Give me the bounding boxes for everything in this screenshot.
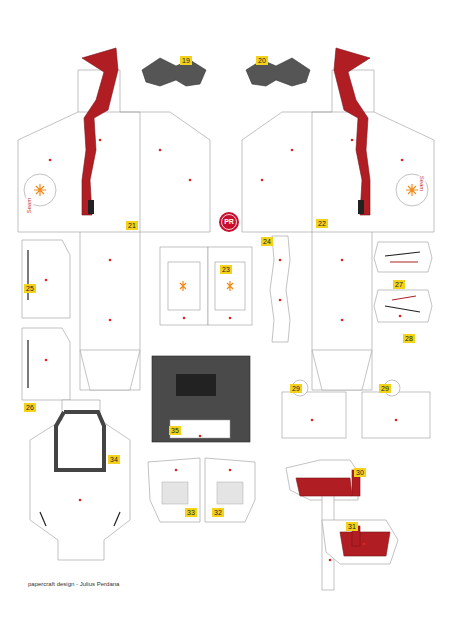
callout-number: 30 [354, 468, 366, 477]
glue-dot [199, 435, 202, 438]
caption: papercraft design - Julius Perdana [28, 580, 119, 588]
callout-number: 31 [346, 522, 358, 531]
glue-dot [399, 315, 402, 318]
glue-dot [351, 139, 354, 142]
callout-number: 25 [24, 284, 36, 293]
callout-number: 20 [256, 56, 268, 65]
glue-dot [183, 317, 186, 320]
glue-dot [109, 319, 112, 322]
glue-dot [229, 469, 232, 472]
logo-text: PR [224, 218, 234, 226]
glue-dot [45, 279, 48, 282]
glue-dot [401, 159, 404, 162]
seam-label: Seam [418, 176, 425, 192]
callout-number: 23 [220, 265, 232, 274]
callout-number: 24 [261, 237, 273, 246]
glue-dot [291, 149, 294, 152]
callout-number: 29 [290, 384, 302, 393]
glue-dot [329, 559, 332, 562]
callout-number: 22 [316, 219, 328, 228]
glue-dot [229, 317, 232, 320]
glue-dot [261, 179, 264, 182]
callout-number: 27 [393, 280, 405, 289]
glue-dot [279, 299, 282, 302]
callout-number: 21 [126, 221, 138, 230]
callout-number: 26 [24, 403, 36, 412]
callout-number: 19 [180, 56, 192, 65]
callout-number: 33 [185, 508, 197, 517]
callout-number: 32 [212, 508, 224, 517]
seam-label: Seam [26, 198, 33, 214]
callout-number: 28 [403, 334, 415, 343]
glue-dot [159, 149, 162, 152]
callout-number: 34 [108, 455, 120, 464]
glue-dot [395, 419, 398, 422]
glue-dot [279, 259, 282, 262]
glue-dot [341, 259, 344, 262]
callout-number: 35 [169, 426, 181, 435]
glue-dot [49, 159, 52, 162]
glue-dot [341, 319, 344, 322]
glue-dot [311, 419, 314, 422]
glue-dot [175, 469, 178, 472]
glue-dot [99, 139, 102, 142]
glue-dot [189, 179, 192, 182]
glue-dot [79, 499, 82, 502]
callout-number: 29 [379, 384, 391, 393]
glue-dot [363, 543, 366, 546]
glue-dot [45, 359, 48, 362]
glue-dot [109, 259, 112, 262]
